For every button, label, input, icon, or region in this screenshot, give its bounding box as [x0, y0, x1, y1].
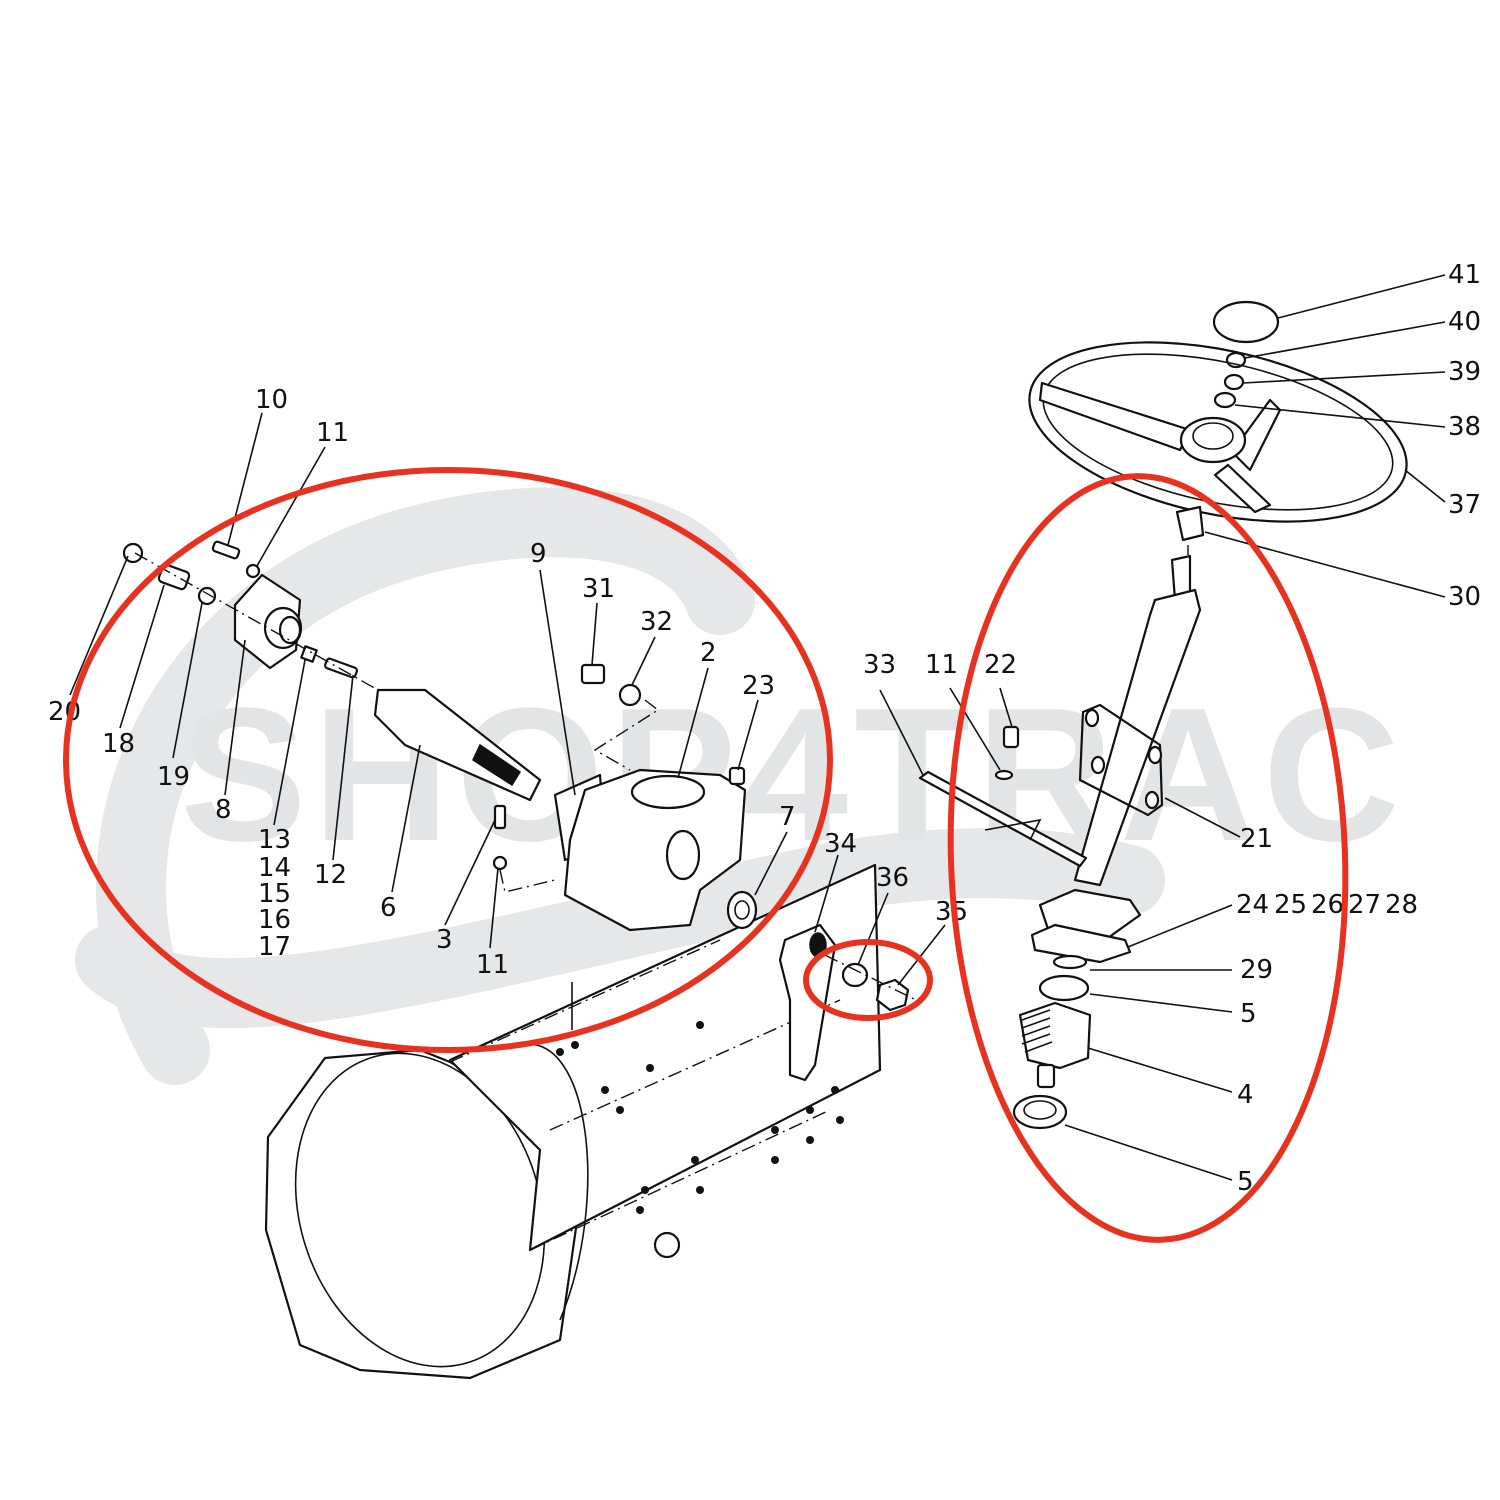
part-22-bolt: [1002, 725, 1020, 749]
callout-21: 21: [1240, 824, 1273, 854]
callout-24: 24: [1236, 890, 1269, 920]
callout-18: 18: [102, 729, 135, 759]
part-33-bracket: [918, 770, 1088, 868]
part-30-bushing: [1175, 505, 1205, 542]
callout-14: 14: [258, 853, 291, 883]
part-21-steering-column: [1073, 588, 1202, 887]
callout-29: 29: [1240, 955, 1273, 985]
callout-32: 32: [640, 607, 673, 637]
callout-2: 2: [700, 638, 717, 668]
callout-38: 38: [1448, 412, 1481, 442]
watermark-swoosh-upper: [96, 487, 755, 1085]
callout-40: 40: [1448, 307, 1481, 337]
callout-39: 39: [1448, 357, 1481, 387]
callout-5-lower: 5: [1237, 1167, 1254, 1197]
callout-labels: 41 40 39 38 37 30 21 24 25 26 27 28 29 5…: [48, 260, 1481, 1197]
callout-13: 13: [258, 825, 291, 855]
part-13-shim: [300, 645, 318, 663]
part-11-washer: [245, 563, 261, 579]
callout-15: 15: [258, 879, 291, 909]
part-3-bolt: [493, 804, 507, 830]
part-11-washer-lower: [492, 855, 508, 871]
callout-11-column: 11: [925, 650, 958, 680]
callout-9: 9: [530, 539, 547, 569]
watermark-text: SHOP4TRAC: [180, 669, 1406, 881]
callout-17: 17: [258, 932, 291, 962]
callout-4: 4: [1237, 1080, 1254, 1110]
highlight-steering-column: [947, 473, 1349, 1243]
part-12-screw: [323, 657, 359, 679]
part-41-horn-cap: [1212, 300, 1280, 344]
part-34-drop-arm: [778, 923, 837, 1082]
leader-lines: [69, 274, 1446, 1181]
callout-22: 22: [984, 650, 1017, 680]
callout-11-cover: 11: [316, 418, 349, 448]
part-36-washer: [841, 962, 869, 988]
part-2-steering-box-housing: [563, 768, 747, 932]
callout-19: 19: [157, 762, 190, 792]
callout-3: 3: [436, 925, 453, 955]
part-10-bolt: [211, 540, 241, 560]
callout-37: 37: [1448, 490, 1481, 520]
steering-column-parts: [918, 300, 1408, 1130]
part-35-nut: [875, 978, 910, 1012]
callout-8: 8: [215, 795, 232, 825]
callout-31: 31: [582, 574, 615, 604]
callout-33: 33: [863, 650, 896, 680]
callout-27: 27: [1348, 890, 1381, 920]
part-20-nut: [122, 542, 144, 564]
part-7-oil-seal: [726, 890, 758, 930]
part-5-bearing-upper: [1038, 974, 1090, 1002]
callout-7: 7: [779, 802, 796, 832]
steering-box-parts: [122, 540, 758, 932]
highlight-steering-box: [63, 467, 833, 1053]
callout-6: 6: [380, 893, 397, 923]
callout-36: 36: [876, 863, 909, 893]
callout-25: 25: [1274, 890, 1307, 920]
part-38-washer: [1213, 391, 1237, 409]
callout-10: 10: [255, 385, 288, 415]
callout-23: 23: [742, 671, 775, 701]
transmission-housing: [264, 863, 882, 1380]
highlight-drop-arm-nut: [803, 939, 933, 1021]
part-25-gasket: [1030, 923, 1132, 964]
part-4-worm: [1018, 1001, 1092, 1070]
callout-34: 34: [824, 829, 857, 859]
callout-11-box: 11: [476, 950, 509, 980]
part-31-filler-plug: [580, 663, 606, 685]
callout-16: 16: [258, 905, 291, 935]
callout-26: 26: [1311, 890, 1344, 920]
callout-12: 12: [314, 860, 347, 890]
callout-28: 28: [1385, 890, 1418, 920]
highlight-overlays: [63, 467, 1349, 1243]
part-23-plug: [728, 766, 746, 786]
callout-5-upper: 5: [1240, 999, 1257, 1029]
callout-30: 30: [1448, 582, 1481, 612]
drop-arm-parts: [778, 923, 921, 1082]
part-11-washer-column: [994, 769, 1014, 781]
part-37-steering-wheel: [1028, 341, 1408, 523]
part-32-washer: [618, 683, 642, 707]
callout-41: 41: [1448, 260, 1481, 290]
part-29-seal: [1052, 954, 1088, 970]
part-39-lock-washer: [1223, 373, 1245, 391]
